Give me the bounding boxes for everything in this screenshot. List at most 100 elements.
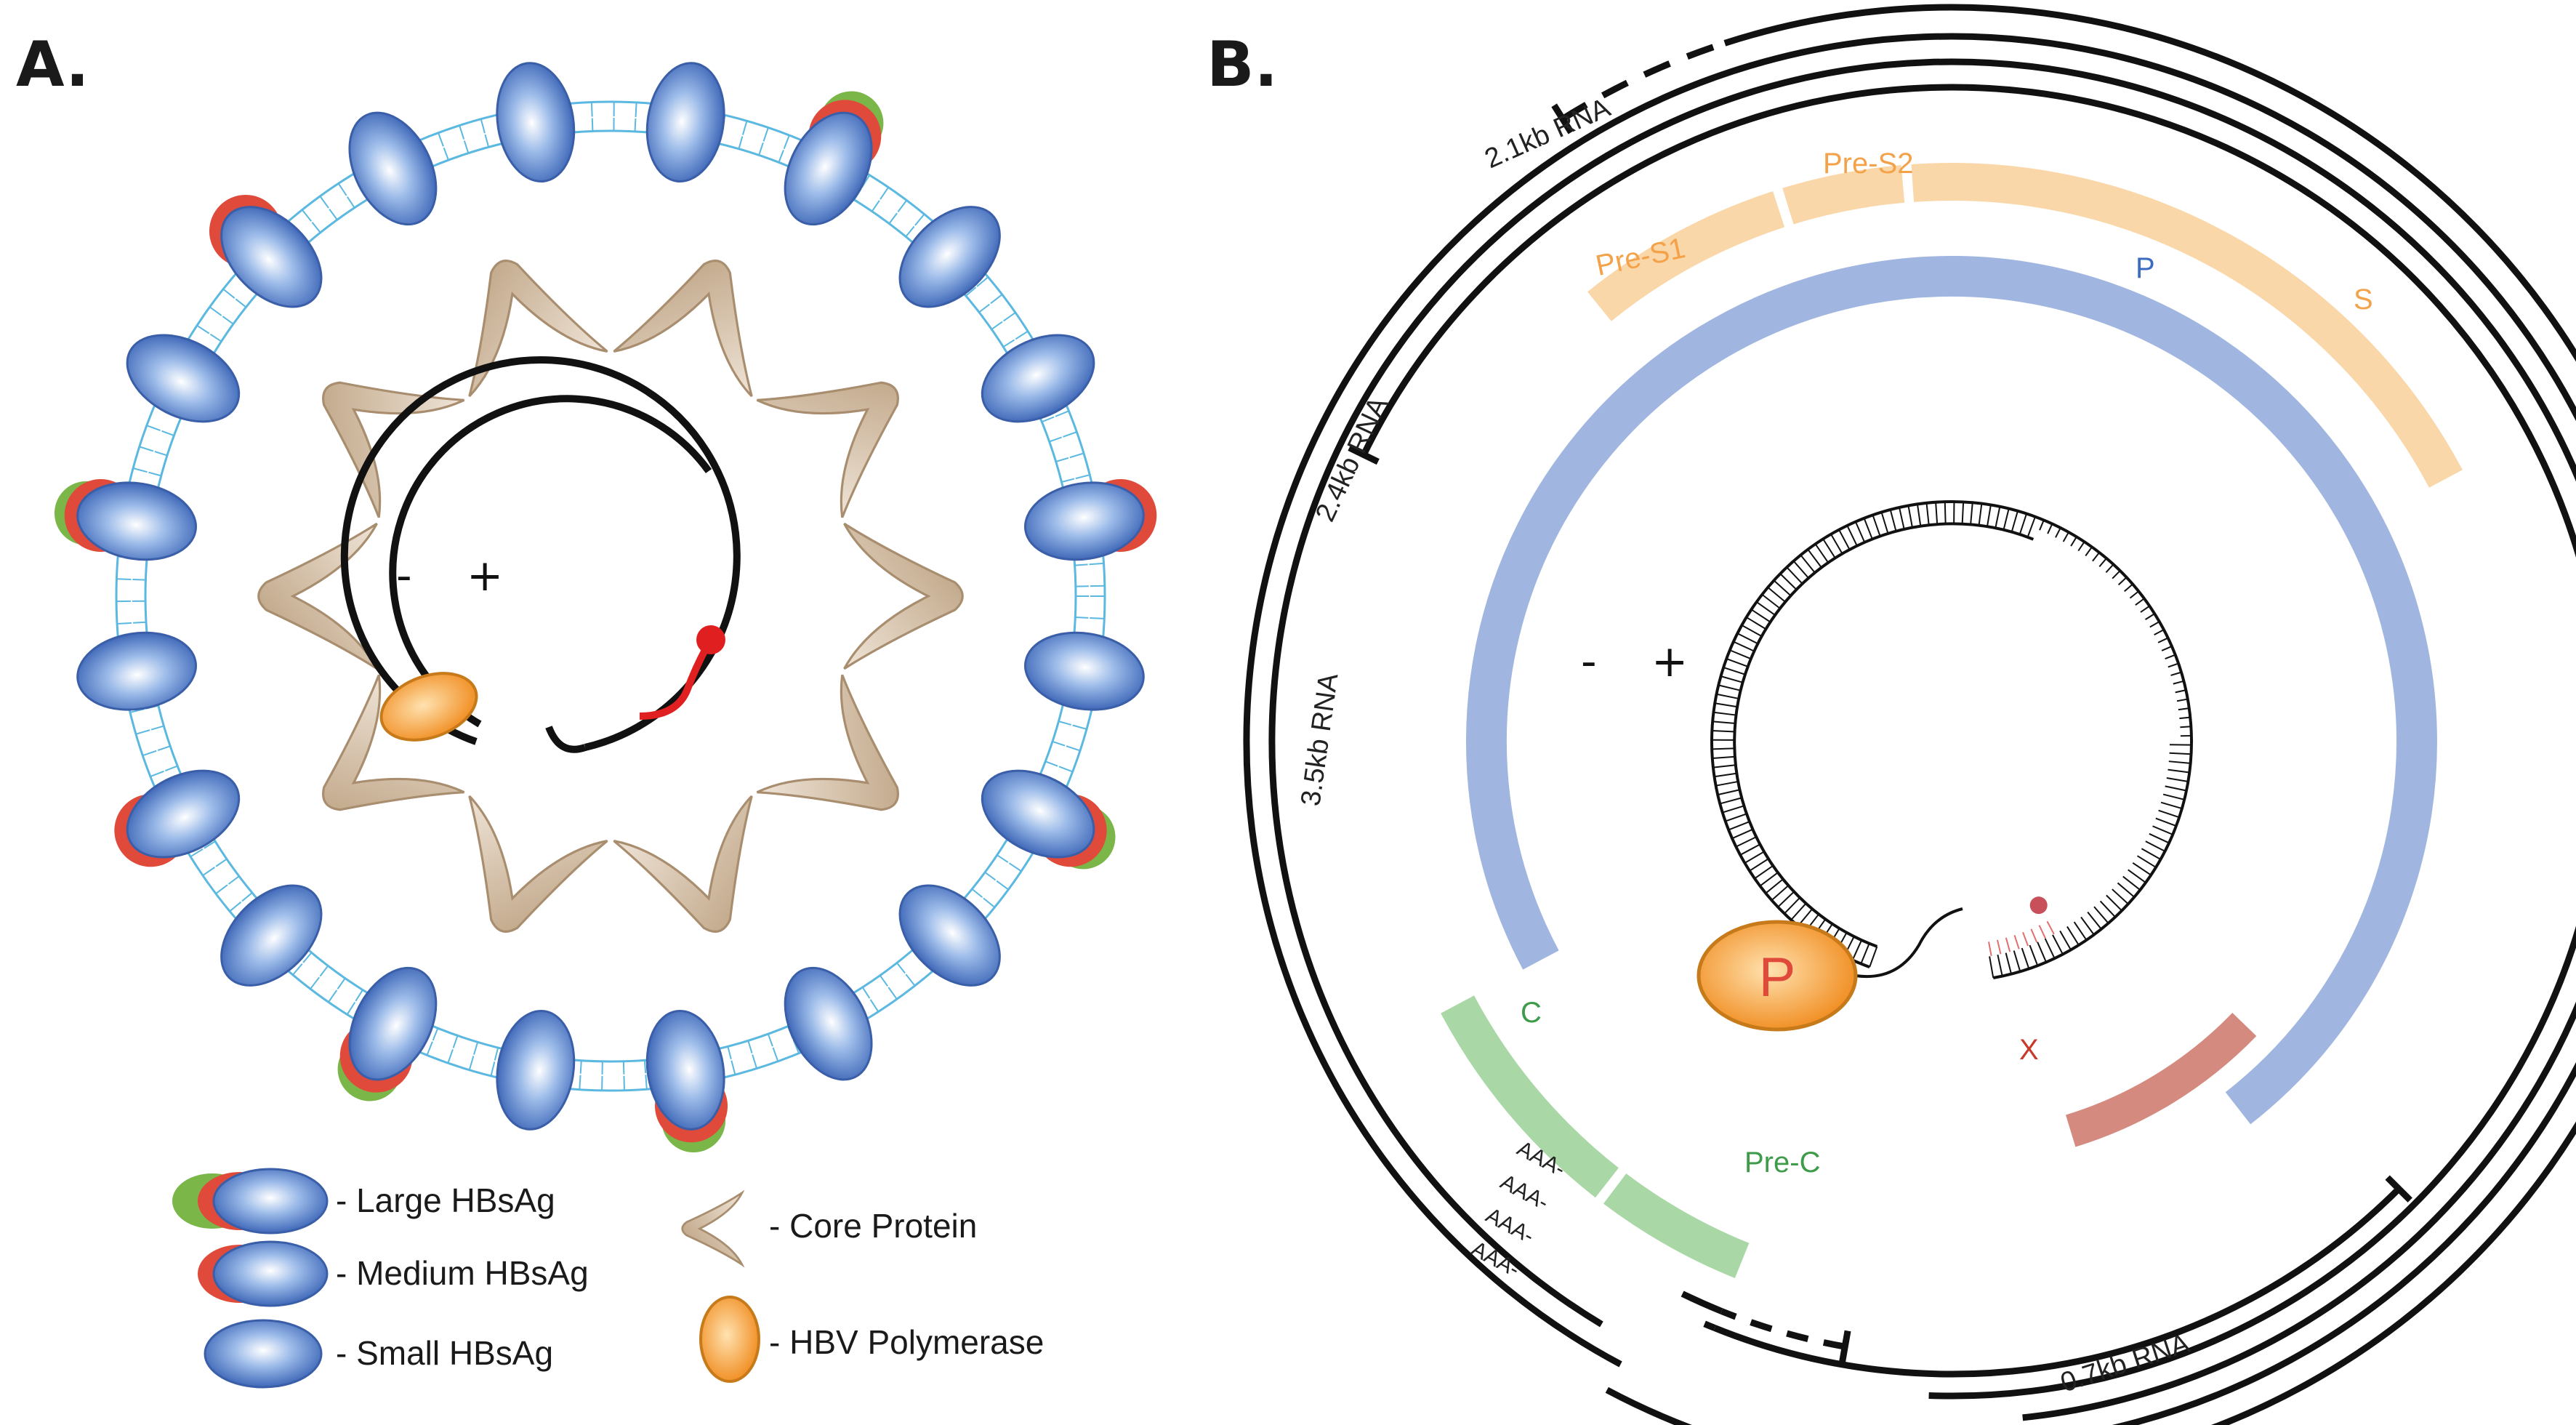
- base-pair: [1907, 505, 1913, 528]
- lipid-tail: [990, 294, 1003, 305]
- lipid-tail: [319, 965, 329, 977]
- base-pair: [2176, 698, 2188, 702]
- base-pair: [1854, 521, 1865, 542]
- hbsag-protein: [54, 478, 197, 561]
- legend-medium: - Medium HBsAg: [336, 1254, 589, 1292]
- base-pair: [1995, 506, 2001, 529]
- base-pair: [2085, 546, 2093, 557]
- gene-x-label: X: [2019, 1034, 2039, 1066]
- base-pair: [2136, 855, 2157, 868]
- base-pair: [2039, 519, 2045, 531]
- base-pair: [1792, 561, 1809, 578]
- lipid-tail: [490, 1061, 496, 1077]
- lipid-tail: [888, 212, 898, 225]
- base-pair: [1720, 675, 1742, 683]
- base-pair: [2052, 934, 2064, 955]
- lipid-tail: [132, 621, 147, 624]
- base-pair: [2018, 513, 2028, 535]
- lipid-tail: [426, 1041, 433, 1056]
- lipid-tail: [222, 288, 236, 299]
- primer-base: [2022, 931, 2029, 947]
- base-pair: [1712, 720, 1735, 724]
- lipid-tail: [447, 1048, 454, 1064]
- base-pair: [2029, 944, 2039, 966]
- hbsag-body: [1024, 631, 1145, 711]
- lipid-tail: [914, 213, 925, 226]
- lipid-tail: [148, 471, 162, 477]
- base-pair: [1712, 747, 1734, 750]
- lipid-tail: [215, 884, 228, 895]
- base-pair: [1731, 829, 1752, 840]
- rna-2.4kb: [1361, 84, 2576, 1400]
- lipid-tail: [311, 222, 321, 233]
- primer-base: [2013, 934, 2020, 950]
- hbsag-body: [220, 884, 323, 987]
- orf-p: [1465, 256, 2437, 1125]
- hbsag-body: [898, 206, 1001, 308]
- base-pair: [2178, 707, 2189, 711]
- core-dimer-shape: [843, 522, 964, 670]
- base-pair: [1761, 593, 1780, 609]
- base-pair: [1716, 693, 1739, 699]
- primer-base: [1997, 939, 2002, 955]
- lipid-tail: [215, 858, 228, 867]
- rna-3.5kb: [1243, 33, 2576, 1425]
- primer-base: [2038, 925, 2047, 939]
- lipid-tail: [741, 121, 748, 135]
- base-pair: [1869, 946, 1878, 968]
- lipid-tail: [132, 579, 146, 581]
- rna-2.4kb-start: [1348, 444, 1380, 465]
- base-pair: [1978, 503, 1983, 526]
- lipid-tail: [991, 321, 1003, 330]
- lipid-tail: [204, 840, 216, 849]
- gene-p-label: P: [2136, 252, 2155, 284]
- base-pair: [1786, 566, 1803, 584]
- lipid-tail: [209, 306, 222, 316]
- base-pair: [1851, 939, 1862, 960]
- base-pair: [1723, 667, 1744, 675]
- hbsag-ring: [54, 62, 1157, 1153]
- base-pair: [2160, 801, 2183, 810]
- base-pair: [1889, 509, 1897, 531]
- lipid-tail: [473, 1042, 479, 1055]
- base-pair: [1750, 609, 1771, 622]
- base-pair: [2112, 888, 2129, 905]
- hbsag-body: [645, 1010, 725, 1131]
- base-pair: [1719, 797, 1742, 805]
- panel-a-label: A.: [16, 28, 89, 101]
- lipid-tail: [1008, 862, 1022, 872]
- core-dimer-shape: [756, 674, 899, 811]
- base-pair: [1970, 502, 1973, 525]
- base-pair: [1989, 956, 1995, 979]
- primer-base: [2046, 920, 2055, 935]
- base-pair: [2128, 869, 2146, 883]
- lipid-tail: [1066, 745, 1081, 752]
- lipid-tail: [202, 867, 215, 877]
- hbsag-protein: [784, 91, 884, 226]
- primer-cap: [696, 625, 725, 654]
- hbsag-protein: [981, 334, 1095, 423]
- lipid-tail: [880, 187, 890, 200]
- rna-0.7kb: [1713, 1187, 2402, 1378]
- base-pair: [2168, 768, 2190, 774]
- base-pair: [2132, 862, 2152, 876]
- base-pair: [2073, 921, 2088, 941]
- lipid-tail: [778, 150, 784, 163]
- lipid-tail: [591, 118, 594, 132]
- dna-tail: [1855, 907, 1963, 978]
- lipid-tail: [965, 286, 977, 297]
- polymerase-b-label: P: [1759, 947, 1796, 1008]
- lipid-tail: [319, 196, 329, 209]
- dna-plus: [1733, 522, 2034, 948]
- medium-hbsag-icon: [198, 1240, 329, 1307]
- plus-strand: [389, 395, 712, 728]
- base-pair: [1746, 617, 1766, 630]
- core-capsid: [257, 260, 964, 933]
- lipid-tail: [978, 303, 990, 313]
- lipid-tail: [1052, 740, 1066, 747]
- lipid-tail: [1055, 410, 1069, 417]
- lipid-tail: [1058, 766, 1074, 773]
- hbsag-body: [496, 62, 576, 182]
- lipid-tail: [355, 990, 363, 1002]
- lipid-tail: [150, 770, 164, 778]
